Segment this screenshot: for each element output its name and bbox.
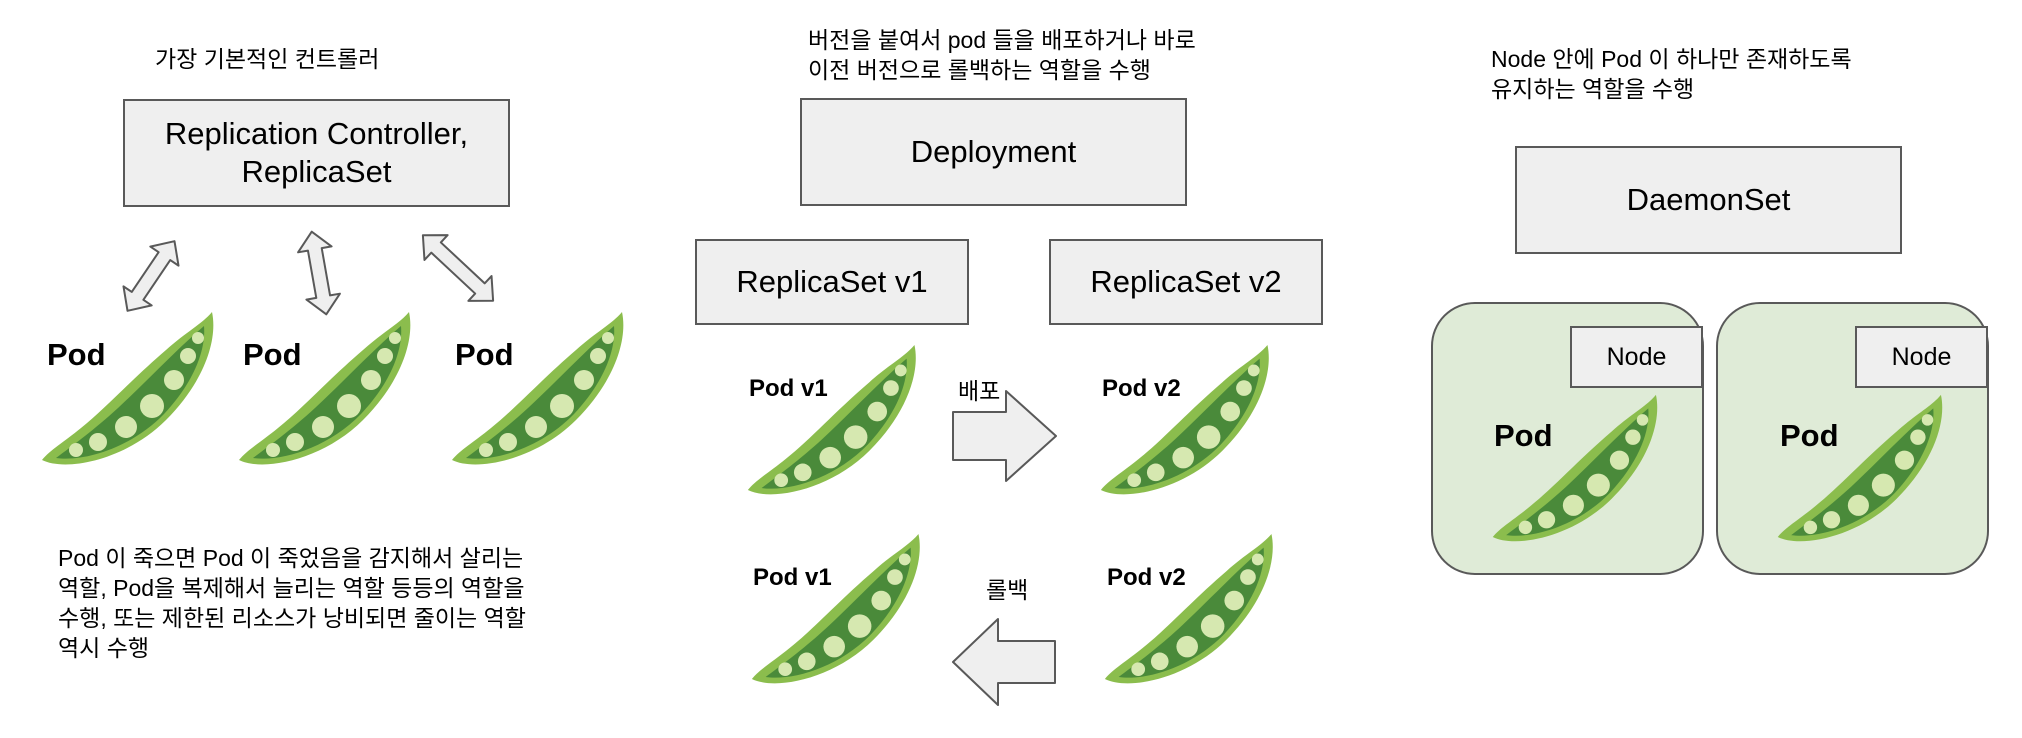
replication-controller-label-line1: Replication Controller,	[164, 116, 469, 151]
pea-pod-icon	[751, 533, 920, 684]
replicaset-v2-box: ReplicaSet v2	[1049, 239, 1323, 325]
caption-line: 버전을 붙여서 pod 들을 배포하거나 바로	[808, 27, 1196, 53]
rollback-arrow-icon	[952, 618, 1056, 706]
pod-v1-label: Pod v1	[753, 564, 832, 591]
caption-line: 유지하는 역할을 수행	[1491, 76, 1695, 102]
pea-pod-icon	[1492, 394, 1658, 542]
caption-line: 이전 버전으로 롤백하는 역할을 수행	[808, 57, 1151, 83]
daemonset-box: DaemonSet	[1515, 146, 1902, 254]
deployment-caption: 버전을 붙여서 pod 들을 배포하거나 바로 이전 버전으로 롤백하는 역할을…	[808, 25, 1196, 85]
replicaset-v1-box: ReplicaSet v1	[695, 239, 969, 325]
description-line: 역시 수행	[58, 635, 150, 661]
pea-pod-icon	[1100, 344, 1269, 495]
rollback-label: 롤백	[986, 577, 1029, 603]
node-panel	[1716, 302, 1989, 575]
description-line: Pod 이 죽으면 Pod 이 죽었음을 감지해서 살리는	[58, 545, 524, 571]
daemonset-caption: Node 안에 Pod 이 하나만 존재하도록 유지하는 역할을 수행	[1491, 44, 1852, 104]
deployment-box: Deployment	[800, 98, 1187, 206]
pod-v2-label: Pod v2	[1107, 564, 1186, 591]
pod-label: Pod	[1494, 418, 1553, 453]
pea-pod-icon	[1104, 533, 1273, 684]
double-arrow-icon	[421, 234, 495, 302]
pea-pod-icon	[747, 344, 916, 495]
pod-label: Pod	[455, 337, 514, 372]
double-arrow-icon	[297, 230, 341, 316]
pod-v1-label: Pod v1	[749, 375, 828, 402]
deploy-arrow-icon	[952, 390, 1057, 482]
double-arrow-icon	[122, 240, 180, 312]
replication-controller-box: Replication Controller, ReplicaSet	[123, 99, 510, 207]
pea-pod-icon	[1777, 394, 1943, 542]
description-line: 수행, 또는 제한된 리소스가 낭비되면 줄이는 역할	[58, 605, 526, 631]
replicaset-caption: 가장 기본적인 컨트롤러	[155, 46, 380, 72]
node-label: Node	[1855, 326, 1988, 388]
replicaset-description: Pod 이 죽으면 Pod 이 죽었음을 감지해서 살리는 역할, Pod을 복…	[58, 543, 526, 663]
pod-label: Pod	[243, 337, 302, 372]
pea-pod-icon	[42, 312, 214, 465]
pod-label: Pod	[1780, 418, 1839, 453]
pea-pod-icon	[239, 312, 411, 465]
pod-label: Pod	[47, 337, 106, 372]
node-label: Node	[1570, 326, 1703, 388]
description-line: 역할, Pod을 복제해서 늘리는 역할 등등의 역할을	[58, 575, 525, 601]
pod-v2-label: Pod v2	[1102, 375, 1181, 402]
caption-line: Node 안에 Pod 이 하나만 존재하도록	[1491, 46, 1852, 72]
replication-controller-label-line2: ReplicaSet	[241, 154, 392, 189]
deploy-label: 배포	[958, 378, 1001, 404]
pea-pod-icon	[452, 312, 624, 465]
